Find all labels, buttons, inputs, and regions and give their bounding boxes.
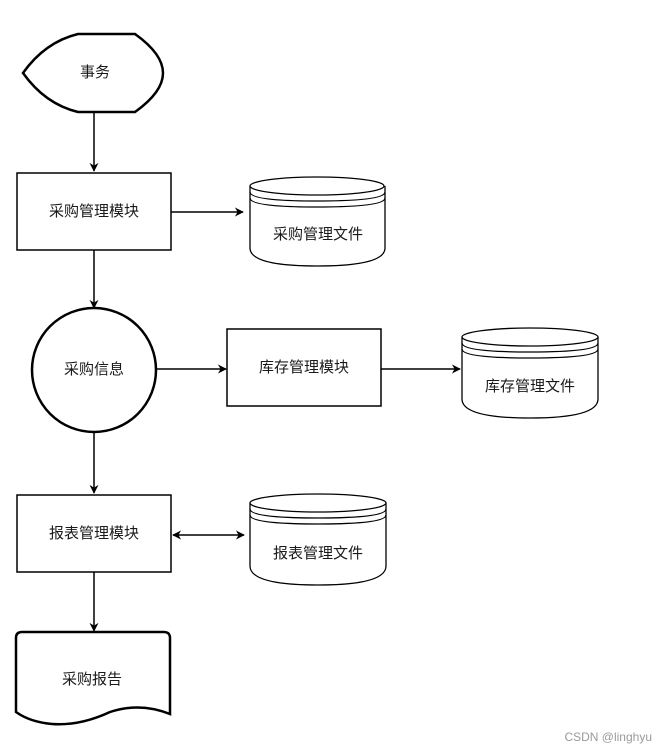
node-label: 采购信息 bbox=[64, 360, 124, 378]
node-report-module: 报表管理模块 bbox=[16, 494, 172, 573]
node-label: 报表管理模块 bbox=[49, 524, 139, 542]
node-report-file: 报表管理文件 bbox=[249, 493, 387, 586]
edges bbox=[89, 113, 461, 632]
node-purchase-module: 采购管理模块 bbox=[16, 172, 172, 251]
node-purchase-info: 采购信息 bbox=[30, 306, 158, 434]
node-label: 库存管理模块 bbox=[259, 358, 349, 376]
node-purchase-report: 采购报告 bbox=[14, 630, 172, 726]
node-purchase-file: 采购管理文件 bbox=[249, 176, 386, 267]
node-inventory-module: 库存管理模块 bbox=[226, 328, 382, 407]
watermark: CSDN @linghyu bbox=[564, 730, 652, 744]
node-label: 采购管理模块 bbox=[49, 202, 139, 220]
node-label: 采购管理文件 bbox=[273, 225, 363, 243]
node-label: 库存管理文件 bbox=[485, 377, 575, 395]
node-label: 事务 bbox=[80, 63, 110, 81]
node-label: 报表管理文件 bbox=[273, 544, 363, 562]
node-inventory-file: 库存管理文件 bbox=[461, 327, 599, 419]
node-label: 采购报告 bbox=[62, 670, 122, 688]
node-transaction: 事务 bbox=[21, 32, 165, 114]
